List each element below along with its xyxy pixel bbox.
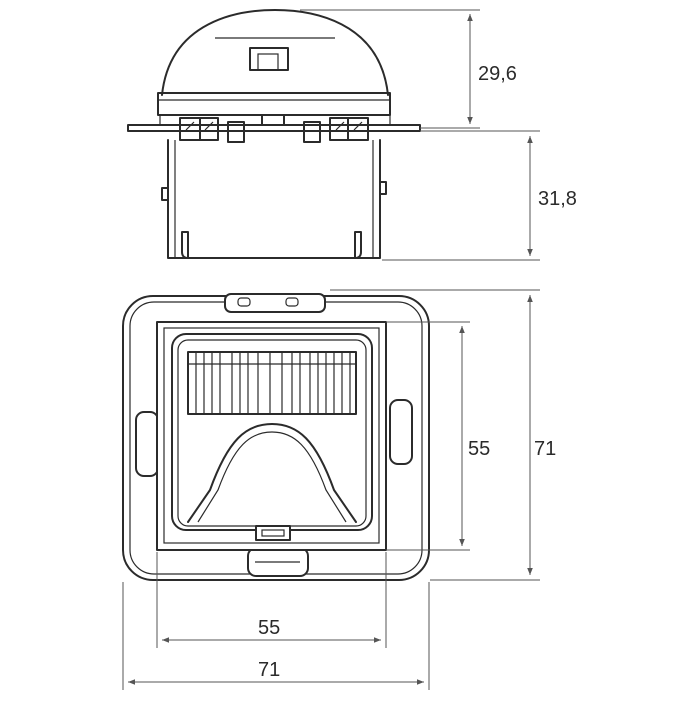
front-view: 55 71 55 71 — [122, 289, 556, 690]
dome-window — [249, 47, 289, 71]
side-view: 29,6 31,8 — [127, 9, 577, 261]
dimension-label-55-width: 55 — [258, 617, 280, 639]
dimension-label-71-height: 71 — [534, 438, 556, 460]
top-tab — [224, 293, 326, 313]
dimension-label-71-width: 71 — [258, 659, 280, 681]
cover-latch — [255, 525, 291, 541]
dome-collar — [157, 92, 391, 116]
slot-left — [181, 231, 189, 259]
dimension-label-29-6: 29,6 — [478, 63, 517, 85]
box-body — [167, 139, 381, 259]
arch-shape — [187, 423, 357, 523]
side-ear-right — [389, 399, 413, 465]
sensor-dome — [161, 9, 389, 96]
lens-grid — [187, 351, 357, 415]
side-ear-left — [135, 411, 159, 477]
dimension-label-31-8: 31,8 — [538, 188, 577, 210]
dimension-label-55-height: 55 — [468, 438, 490, 460]
terminal-clips — [179, 114, 369, 143]
slot-right — [354, 231, 362, 259]
